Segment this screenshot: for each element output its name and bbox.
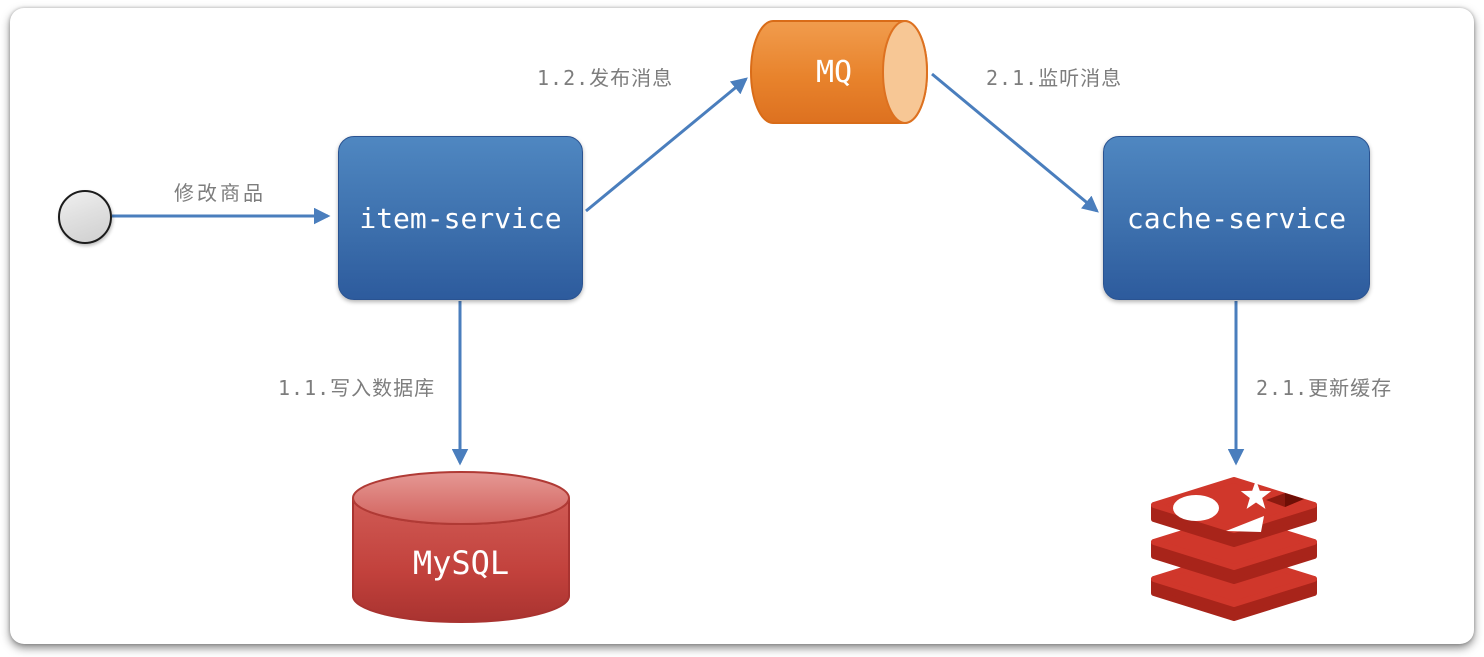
edge-label-listen-message: 2.1.监听消息 xyxy=(986,66,1123,90)
cache-service-label: cache-service xyxy=(1126,201,1347,235)
edge-label-edit-item: 修改商品 xyxy=(174,181,266,205)
mq-label: MQ xyxy=(816,55,852,90)
mysql-cylinder-top xyxy=(352,471,570,525)
redis-slab-top xyxy=(1151,477,1317,547)
redis-logo-icon xyxy=(1151,477,1317,621)
item-service-label: item-service xyxy=(359,201,562,235)
mysql-label: MySQL xyxy=(413,544,509,582)
redis-ellipse-shape xyxy=(1173,495,1219,521)
mq-cylinder-cap xyxy=(882,20,928,124)
edge-label-write-db: 1.1.写入数据库 xyxy=(278,376,436,400)
redis-cube-hole xyxy=(1266,493,1304,507)
node-item-service: item-service xyxy=(338,136,583,300)
node-mq: MQ xyxy=(750,20,928,124)
edge-label-update-cache: 2.1.更新缓存 xyxy=(1256,376,1393,400)
redis-star-shape xyxy=(1240,480,1272,509)
edge-label-publish-message: 1.2.发布消息 xyxy=(537,66,674,90)
start-node xyxy=(58,190,112,244)
node-cache-service: cache-service xyxy=(1103,136,1370,300)
redis-triangle-shape xyxy=(1226,516,1264,532)
node-mysql: MySQL xyxy=(352,471,570,623)
